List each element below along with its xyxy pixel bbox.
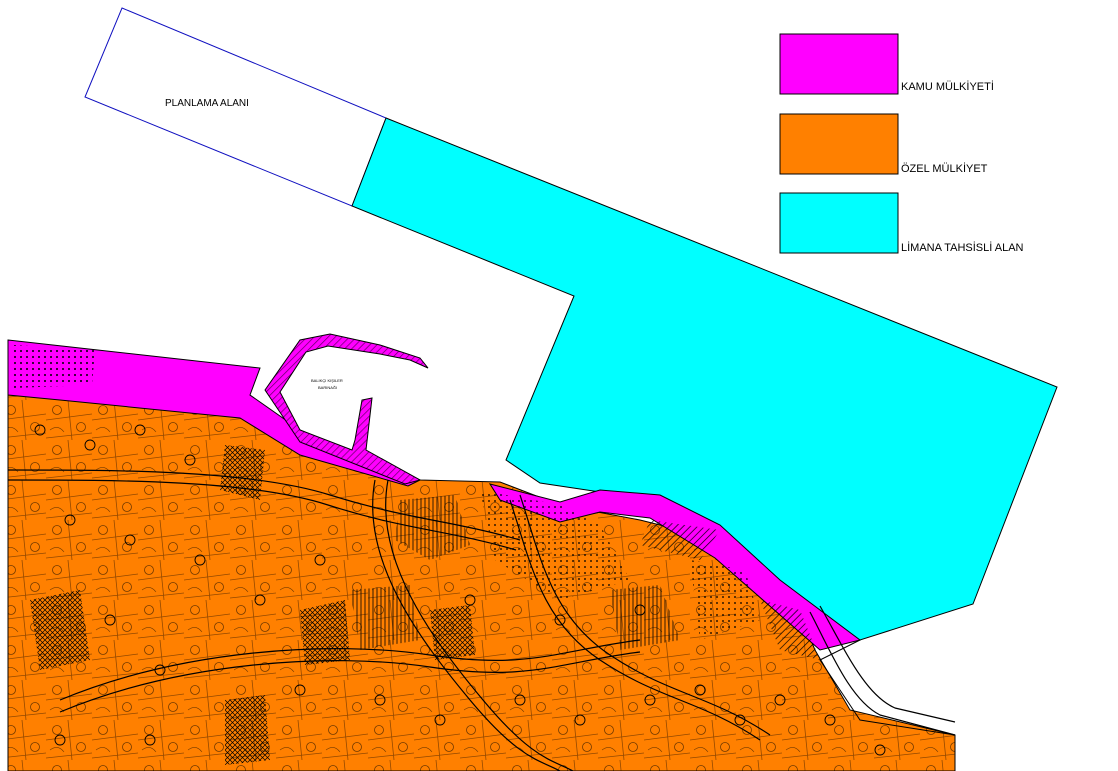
- grid-block-1: [220, 445, 265, 500]
- legend-label-private: ÖZEL MÜLKİYET: [901, 162, 988, 175]
- vlined-block-southeast: [610, 585, 680, 650]
- harbor-label-line1: BALIKÇI KIŞILER: [311, 378, 343, 383]
- grid-block-4: [225, 695, 270, 765]
- legend: KAMU MÜLKİYETİ ÖZEL MÜLKİYET LİMANA TAHS…: [779, 33, 1024, 254]
- dotted-block-east: [480, 490, 630, 600]
- road-network: [7, 469, 956, 771]
- legend-swatch-public: [779, 33, 899, 95]
- legend-label-public: KAMU MÜLKİYETİ: [901, 80, 994, 93]
- legend-label-port: LİMANA TAHSİSLİ ALAN: [901, 241, 1024, 254]
- vlined-block-south: [350, 585, 420, 650]
- grid-block-3: [430, 605, 475, 660]
- grid-block-2: [300, 600, 350, 665]
- hatched-block-southeast: [760, 600, 820, 660]
- legend-swatch-private: [779, 113, 899, 175]
- planning-area-label: PLANLAMA ALANI: [165, 98, 249, 109]
- hatched-block-east: [640, 520, 720, 560]
- breakwater-hatching: [265, 334, 428, 484]
- public-property-coast-west: [7, 339, 422, 487]
- grid-block-5: [30, 590, 90, 670]
- dotted-block-southeast: [690, 560, 760, 640]
- dotted-block-west: [12, 345, 95, 388]
- parcel-markers: [34, 424, 886, 756]
- vlined-block-center: [395, 495, 470, 560]
- harbor-label-line2: BARINAĞI: [318, 385, 337, 390]
- legend-swatch-port: [779, 192, 899, 254]
- coastline-east: [819, 639, 956, 736]
